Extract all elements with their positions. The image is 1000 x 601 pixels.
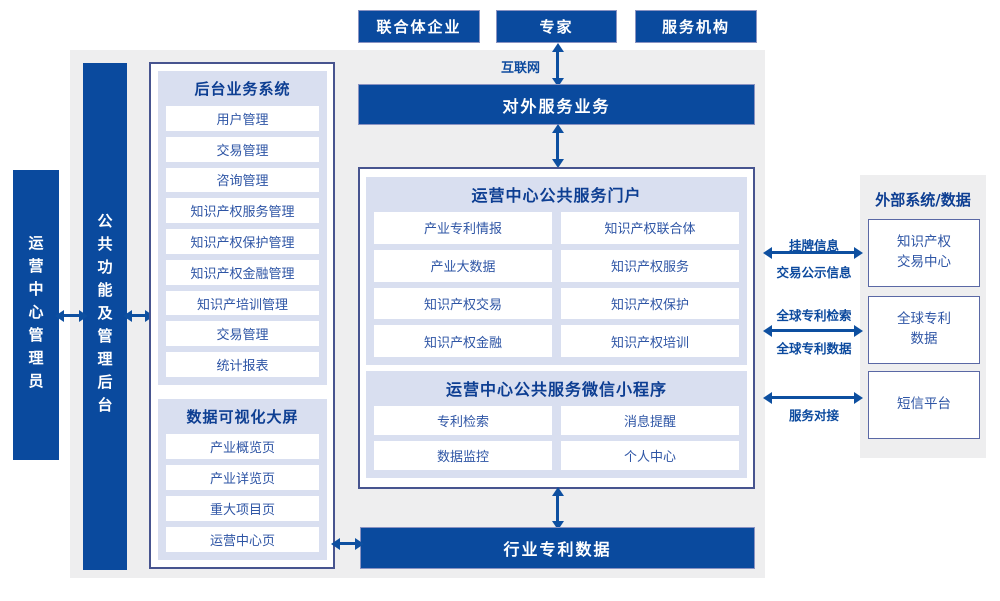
- dashboard-item-industry-detail: 产业详览页: [166, 465, 319, 490]
- arrow-global-patent: [771, 329, 855, 332]
- external-box-sms-platform: 短信平台: [868, 371, 980, 439]
- arrow-backendbar-leftbox: [131, 314, 146, 317]
- portal-panel: 运营中心公共服务门户 产业专利情报 知识产权联合体 产业大数据 知识产权服务 知…: [366, 177, 747, 365]
- portal-item-ip-service: 知识产权服务: [561, 249, 739, 282]
- backend-item-ip-service-mgmt: 知识产权服务管理: [166, 198, 319, 224]
- portal-item-industry-bigdata: 产业大数据: [374, 249, 552, 282]
- backend-item-ip-training-mgmt: 知识产培训管理: [166, 290, 319, 316]
- arrow-service-portal: [556, 132, 559, 160]
- external-box-line: 全球专利: [897, 311, 951, 328]
- arrow-portal-industrydata: [556, 495, 559, 522]
- dashboard-panel: 数据可视化大屏 产业概览页 产业详览页 重大项目页 运营中心页: [158, 399, 327, 560]
- external-service-bar: 对外服务业务: [358, 84, 755, 125]
- miniprogram-items-grid: 专利检索 消息提醒 数据监控 个人中心: [374, 406, 739, 470]
- backend-item-ip-finance-mgmt: 知识产权金融管理: [166, 259, 319, 285]
- external-box-line: 知识产权: [897, 234, 951, 251]
- portal-item-ip-consortium: 知识产权联合体: [561, 212, 739, 244]
- actor-expert: 专家: [496, 10, 617, 43]
- portal-item-ip-protection: 知识产权保护: [561, 287, 739, 320]
- backend-item-trade-mgmt: 交易管理: [166, 136, 319, 162]
- industry-patent-data-bar: 行业专利数据: [360, 527, 755, 569]
- arrow-sms-platform: [771, 396, 855, 399]
- external-systems-title: 外部系统/数据: [875, 191, 971, 209]
- portal-item-industry-patent-info: 产业专利情报: [374, 212, 552, 244]
- operation-center-admin-bar: 运营中心管理员: [13, 170, 59, 460]
- portal-items-grid: 产业专利情报 知识产权联合体 产业大数据 知识产权服务 知识产权交易 知识产权保…: [374, 212, 739, 357]
- portal-title: 运营中心公共服务门户: [471, 186, 642, 205]
- portal-item-ip-trade: 知识产权交易: [374, 287, 552, 320]
- miniprogram-item-message-remind: 消息提醒: [561, 406, 739, 435]
- external-box-ip-trade-center: 知识产权 交易中心: [868, 219, 980, 287]
- backend-system-panel: 后台业务系统 用户管理 交易管理 咨询管理 知识产权服务管理 知识产权保护管理 …: [158, 71, 327, 385]
- actor-consortium-enterprise: 联合体企业: [358, 10, 480, 43]
- external-box-line: 交易中心: [897, 254, 951, 270]
- public-function-mgmt-bar: 公共功能及管理后台: [83, 63, 127, 570]
- backend-item-ip-protection-mgmt: 知识产权保护管理: [166, 229, 319, 254]
- portal-item-ip-training: 知识产权培训: [561, 325, 739, 357]
- global-patent-search-label: 全球专利检索: [776, 308, 852, 323]
- backend-item-statistics-report: 统计报表: [166, 352, 319, 378]
- external-box-global-patent-data: 全球专利 数据: [868, 296, 980, 364]
- external-box-line: 数据: [910, 331, 938, 347]
- dashboard-title: 数据可视化大屏: [186, 407, 299, 426]
- backend-item-user-mgmt: 用户管理: [166, 106, 319, 131]
- arrow-trade-center: [771, 251, 855, 254]
- backend-item-consult-mgmt: 咨询管理: [166, 167, 319, 193]
- arrow-leftbox-industrydata: [339, 542, 356, 545]
- dashboard-item-major-project: 重大项目页: [166, 496, 319, 521]
- miniprogram-item-patent-search: 专利检索: [374, 406, 552, 435]
- miniprogram-item-personal-center: 个人中心: [561, 441, 739, 470]
- arrow-admin-backendbar: [63, 314, 80, 317]
- dashboard-item-operation-center: 运营中心页: [166, 527, 319, 552]
- global-patent-data-label: 全球专利数据: [776, 341, 852, 356]
- miniprogram-panel: 运营中心公共服务微信小程序 专利检索 消息提醒 数据监控 个人中心: [366, 371, 747, 478]
- actor-service-agency: 服务机构: [635, 10, 757, 43]
- external-box-line: 短信平台: [897, 396, 951, 413]
- miniprogram-item-data-monitor: 数据监控: [374, 441, 552, 470]
- arrow-internet: [556, 51, 559, 79]
- dashboard-item-industry-overview: 产业概览页: [166, 434, 319, 459]
- trade-publicity-info-label: 交易公示信息: [776, 265, 852, 280]
- miniprogram-title: 运营中心公共服务微信小程序: [445, 380, 667, 399]
- service-connection-label: 服务对接: [788, 408, 839, 423]
- listing-info-label: 挂牌信息: [788, 238, 839, 253]
- backend-system-title: 后台业务系统: [194, 79, 291, 98]
- internet-label: 互联网: [500, 61, 540, 76]
- backend-item-trade-mgmt-2: 交易管理: [166, 321, 319, 347]
- portal-item-ip-finance: 知识产权金融: [374, 325, 552, 357]
